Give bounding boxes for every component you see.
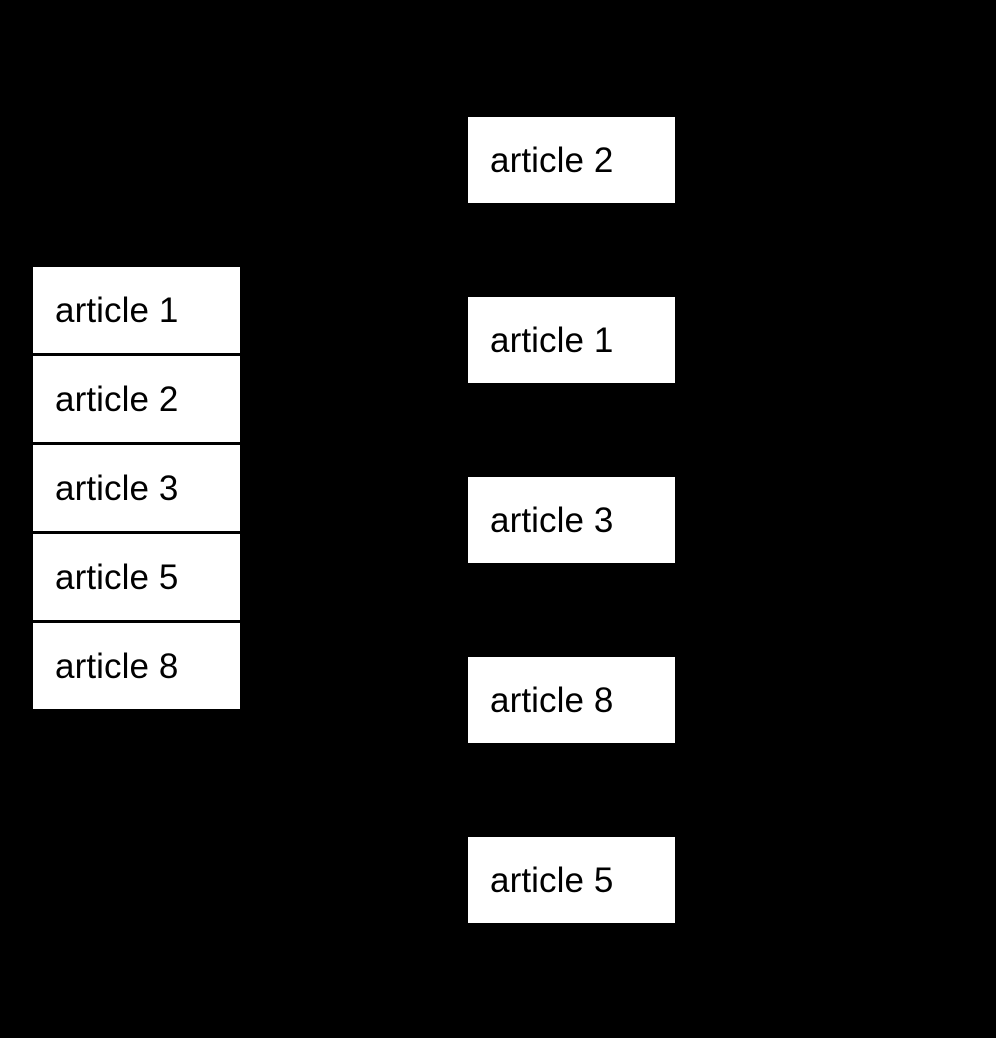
list-item[interactable]: article 2 xyxy=(33,356,240,442)
article-card-label: article 1 xyxy=(490,320,614,360)
list-item-label: article 2 xyxy=(55,379,179,419)
list-item-label: article 1 xyxy=(55,290,179,330)
list-item-label: article 8 xyxy=(55,646,179,686)
article-card-label: article 5 xyxy=(490,860,614,900)
article-card-label: article 2 xyxy=(490,140,614,180)
list-item[interactable]: article 3 xyxy=(33,445,240,531)
list-item[interactable]: article 8 xyxy=(33,623,240,709)
article-card[interactable]: article 3 xyxy=(468,477,675,563)
article-card[interactable]: article 2 xyxy=(468,117,675,203)
list-item[interactable]: article 5 xyxy=(33,534,240,620)
article-card-label: article 3 xyxy=(490,500,614,540)
article-card[interactable]: article 5 xyxy=(468,837,675,923)
list-item-label: article 3 xyxy=(55,468,179,508)
list-item[interactable]: article 1 xyxy=(33,267,240,353)
article-card-label: article 8 xyxy=(490,680,614,720)
list-item-label: article 5 xyxy=(55,557,179,597)
stacked-article-list: article 1 article 2 article 3 article 5 … xyxy=(33,267,240,709)
article-card[interactable]: article 8 xyxy=(468,657,675,743)
article-card[interactable]: article 1 xyxy=(468,297,675,383)
